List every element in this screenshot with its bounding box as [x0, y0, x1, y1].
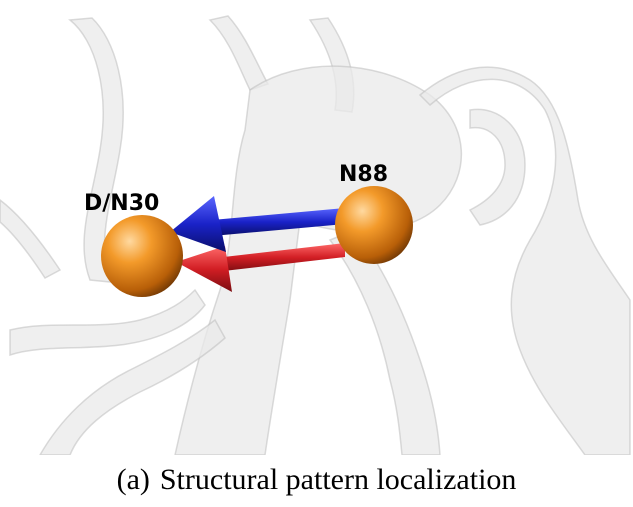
protein-ribbons [0, 15, 631, 455]
protein-structure-figure: D/N30 N88 [0, 15, 631, 455]
ribbon-right-helix [418, 66, 631, 455]
caption-label: (a) [116, 463, 150, 496]
caption-text: Structural pattern localization [159, 463, 517, 496]
blue-arrow-shaft [212, 208, 345, 236]
ribbon-top-loop [208, 15, 270, 91]
ribbon-bottom-left [9, 288, 206, 357]
atom-label-n88: N88 [339, 162, 388, 187]
ribbon-lower-strand [328, 229, 441, 455]
red-arrow-head [176, 246, 232, 292]
atom-d-n30 [101, 215, 183, 297]
ribbon-far-left [0, 199, 62, 279]
blue-arrow-head [170, 196, 226, 252]
red-arrow [176, 243, 345, 292]
ribbon-right-helix-inner [468, 108, 526, 226]
atom-label-d-n30: D/N30 [84, 191, 159, 216]
blue-arrow [170, 196, 345, 252]
ribbon-bottom-left-2 [39, 318, 226, 455]
atom-n88 [335, 186, 413, 264]
red-arrow-shaft [215, 243, 345, 272]
figure-caption: (a) Structural pattern localization [0, 462, 633, 498]
ribbon-left-loop [68, 17, 124, 283]
